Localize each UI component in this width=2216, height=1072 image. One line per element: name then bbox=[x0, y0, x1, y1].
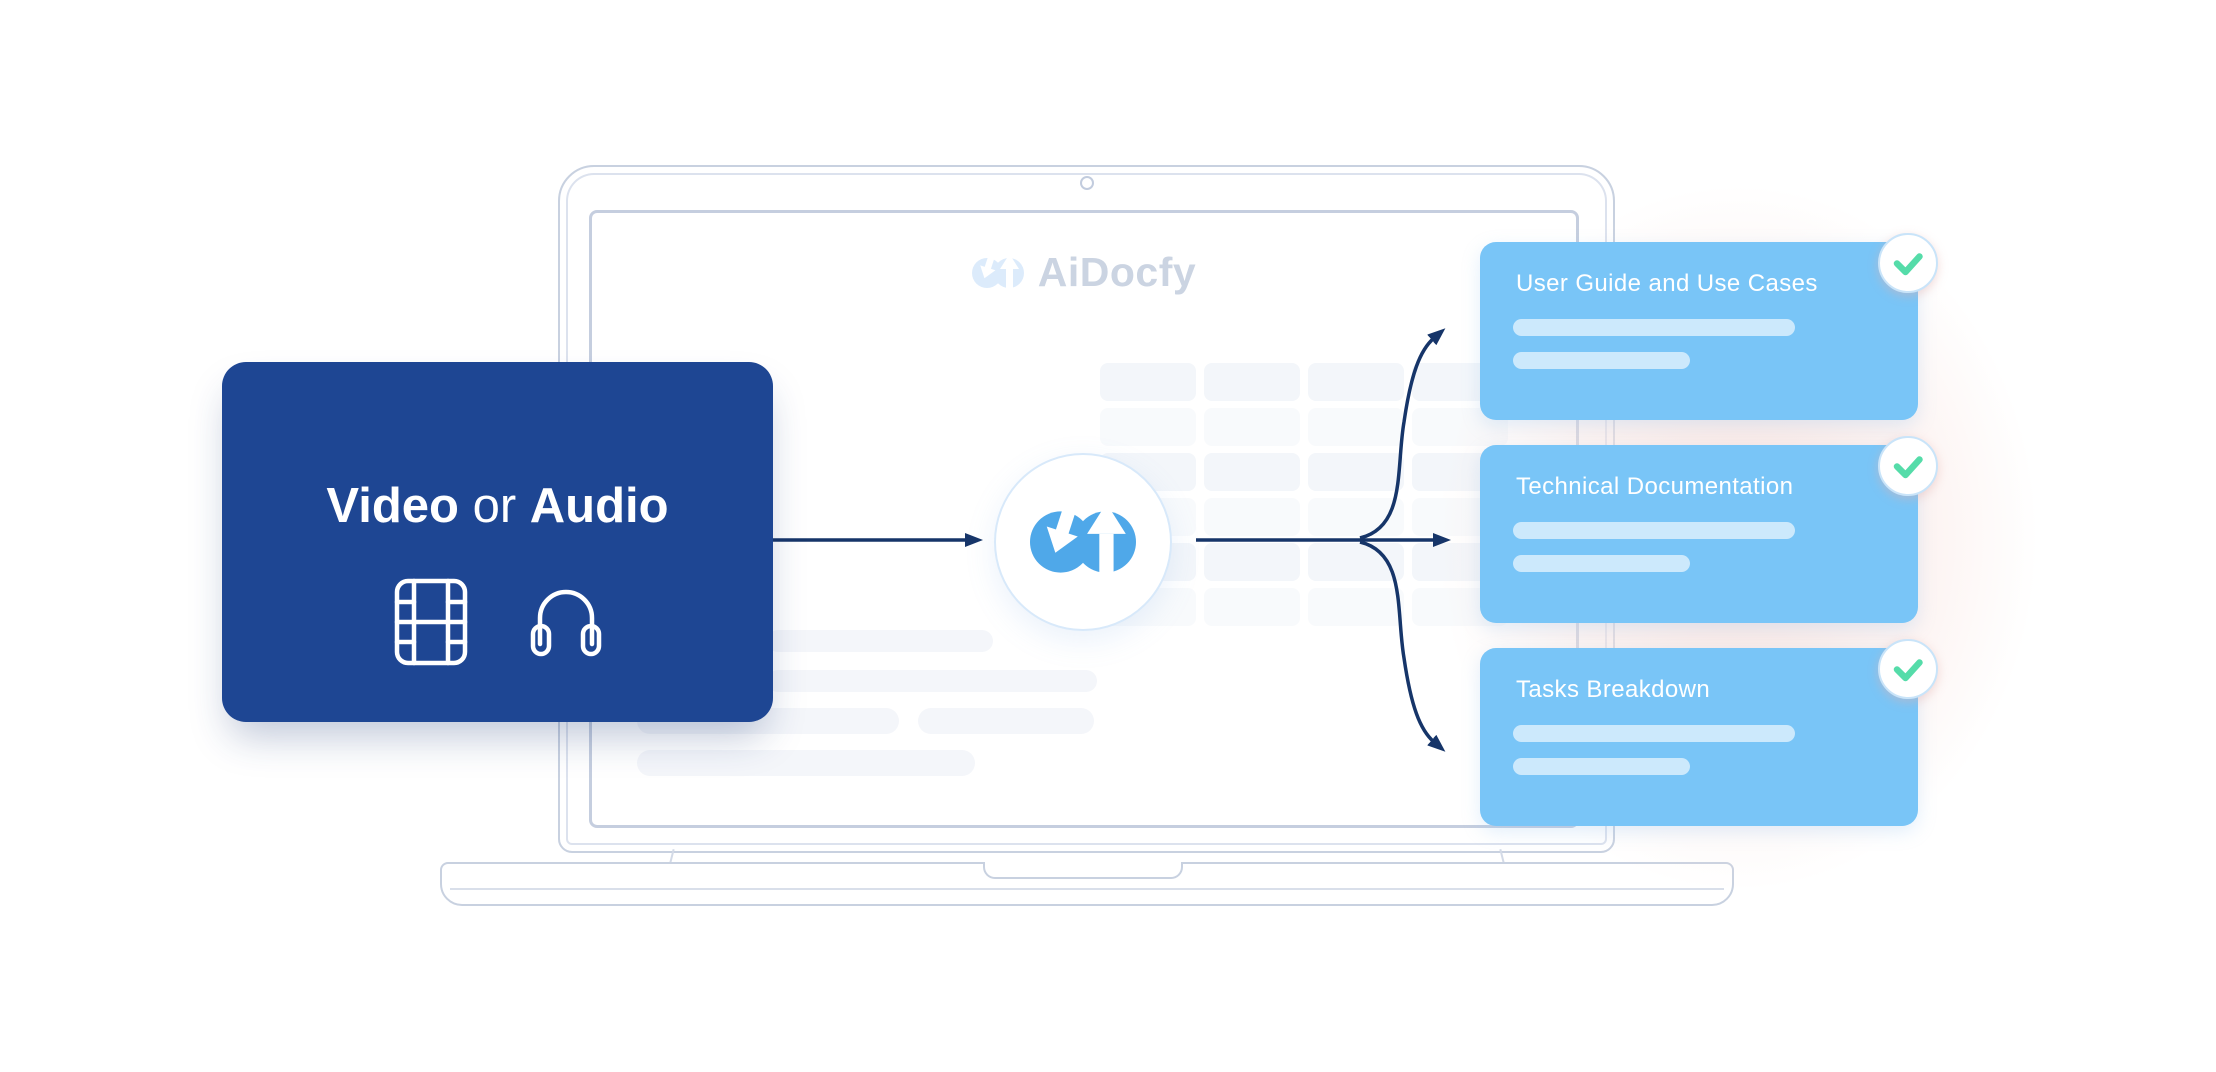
card-placeholder-line bbox=[1513, 555, 1690, 572]
output-card-title: User Guide and Use Cases bbox=[1516, 270, 1818, 297]
output-card-tasks-breakdown: Tasks Breakdown bbox=[1480, 648, 1918, 826]
check-badge bbox=[1878, 436, 1938, 496]
screen-placeholder-line bbox=[767, 670, 1097, 692]
aidocfy-logo-icon-faded bbox=[971, 251, 1024, 293]
aidocfy-sync-logo-icon bbox=[1030, 501, 1136, 583]
headphones-icon bbox=[530, 589, 601, 657]
checkmark-icon bbox=[1893, 253, 1923, 276]
check-badge bbox=[1878, 639, 1938, 699]
laptop-camera-dot bbox=[1080, 176, 1094, 190]
arrow-hub-to-doc3 bbox=[1359, 540, 1446, 752]
input-media-icons bbox=[222, 576, 773, 668]
laptop-base-edge-line bbox=[450, 888, 1724, 890]
check-badge bbox=[1878, 233, 1938, 293]
film-icon bbox=[394, 578, 467, 666]
screen-placeholder-line bbox=[918, 708, 1094, 734]
screen-placeholder-line bbox=[767, 630, 993, 652]
app-header-logo: AiDocfy bbox=[592, 249, 1576, 296]
aidocfy-hub-circle bbox=[994, 453, 1172, 631]
word-or: or bbox=[472, 479, 517, 533]
card-placeholder-line bbox=[1513, 522, 1795, 539]
brand-name: AiDocfy bbox=[1037, 249, 1197, 295]
card-placeholder-line bbox=[1513, 725, 1795, 742]
card-placeholder-line bbox=[1513, 352, 1690, 369]
card-placeholder-line bbox=[1513, 758, 1690, 775]
checkmark-icon bbox=[1893, 659, 1923, 682]
screen-placeholder-line bbox=[637, 750, 975, 776]
card-placeholder-line bbox=[1513, 319, 1795, 336]
output-card-user-guide: User Guide and Use Cases bbox=[1480, 242, 1918, 420]
screen-placeholder-table bbox=[1100, 363, 1508, 626]
output-card-technical-doc: Technical Documentation bbox=[1480, 445, 1918, 623]
input-media-card: Video or Audio bbox=[222, 362, 773, 722]
arrow-hub-to-doc1 bbox=[1359, 328, 1446, 540]
input-card-title: Video or Audio bbox=[222, 478, 773, 534]
word-video: Video bbox=[326, 479, 459, 533]
word-audio: Audio bbox=[529, 479, 669, 533]
output-card-title: Technical Documentation bbox=[1516, 473, 1794, 500]
output-card-title: Tasks Breakdown bbox=[1516, 676, 1711, 703]
checkmark-icon bbox=[1893, 456, 1923, 479]
laptop-lid-notch bbox=[983, 862, 1183, 879]
